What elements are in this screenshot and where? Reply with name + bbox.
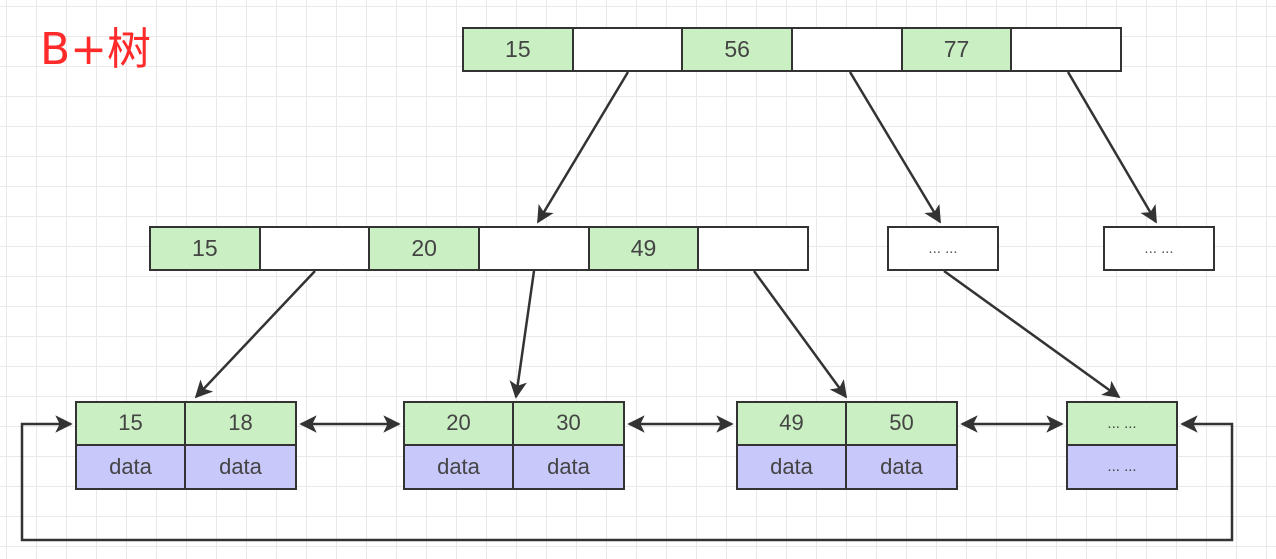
root-to-placeholder-1-arrow (848, 71, 942, 224)
placeholder-node-2: ... ... (1103, 226, 1215, 271)
root-node: 15 56 77 (462, 27, 1122, 72)
placeholder-node-1-label: ... ... (889, 228, 997, 269)
leaf-3-key-2: 50 (847, 403, 956, 446)
leaf-2-key-1: 20 (405, 403, 514, 446)
root-key-2: 56 (683, 29, 794, 70)
root-pointer-2 (793, 29, 903, 70)
root-to-internal-arrow (536, 71, 630, 224)
internal-to-leaf-3-arrow (752, 270, 848, 399)
leaf-node-1: 15 18 data data (75, 401, 297, 490)
internal-pointer-1 (260, 228, 371, 269)
leaf-node-3: 49 50 data data (736, 401, 958, 490)
internal-pointer-2 (480, 228, 590, 269)
internal-key-2: 20 (370, 228, 481, 269)
leaf-2-key-2: 30 (514, 403, 623, 446)
internal-key-1: 15 (151, 228, 261, 269)
leaf-4-data: ... ... (1068, 445, 1176, 488)
internal-to-leaf-2-arrow (509, 270, 536, 399)
internal-node: 15 20 49 (149, 226, 809, 271)
leaf-node-4: ... ... ... ... (1066, 401, 1178, 490)
root-key-3: 77 (902, 29, 1013, 70)
root-to-placeholder-2-arrow (1066, 71, 1158, 224)
leaf-1-data-2: data (186, 445, 295, 488)
leaf-4-key: ... ... (1068, 403, 1176, 446)
leaf-3-data-1: data (738, 445, 847, 488)
leaf-3-data-2: data (847, 445, 956, 488)
leaf-node-2: 20 30 data data (403, 401, 625, 490)
leaf-1-key-2: 18 (186, 403, 295, 446)
root-pointer-1 (573, 29, 684, 70)
placeholder-to-leaf-4-arrow (943, 269, 1121, 399)
leaf-1-data-1: data (77, 445, 186, 488)
diagram-title: B+树 (40, 24, 152, 75)
internal-to-leaf-1-arrow (194, 270, 316, 399)
internal-pointer-3 (699, 228, 808, 269)
internal-key-3: 49 (589, 228, 700, 269)
leaf-2-data-2: data (514, 445, 623, 488)
leaf-3-key-1: 49 (738, 403, 847, 446)
placeholder-node-2-label: ... ... (1105, 228, 1213, 269)
placeholder-node-1: ... ... (887, 226, 999, 271)
root-key-1: 15 (464, 29, 574, 70)
leaf-1-key-1: 15 (77, 403, 186, 446)
leaf-2-data-1: data (405, 445, 514, 488)
root-pointer-3 (1012, 29, 1121, 70)
